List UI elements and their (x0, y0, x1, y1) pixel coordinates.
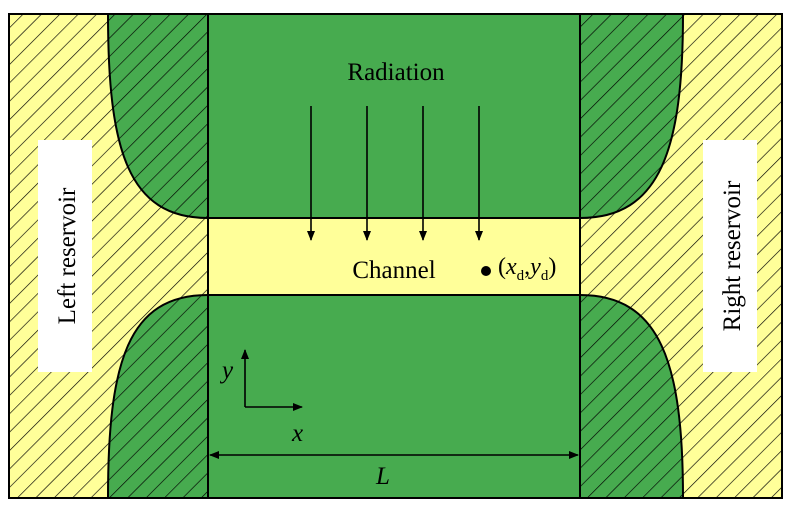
right-reservoir-label: Right reservoir (719, 180, 746, 331)
x-axis-label: x (291, 420, 303, 447)
upper-gate (108, 14, 683, 218)
lower-gate (108, 295, 683, 498)
y-axis-label: y (219, 357, 234, 384)
detector-point-marker (481, 266, 491, 276)
coordinate-axes: y x (219, 349, 303, 447)
lower-gate-outline (107, 294, 684, 499)
outer-frame (8, 13, 783, 499)
detector-point-label: (xd,yd) (498, 254, 556, 284)
channel-label: Channel (352, 257, 435, 284)
right-reservoir-label-box (703, 140, 757, 372)
left-reservoir-label-box (38, 140, 92, 372)
length-label: L (375, 463, 390, 490)
radiation-arrows (307, 106, 483, 241)
radiation-label: Radiation (347, 59, 445, 86)
left-reservoir-label: Left reservoir (54, 187, 81, 324)
upper-gate-outline (107, 13, 684, 219)
